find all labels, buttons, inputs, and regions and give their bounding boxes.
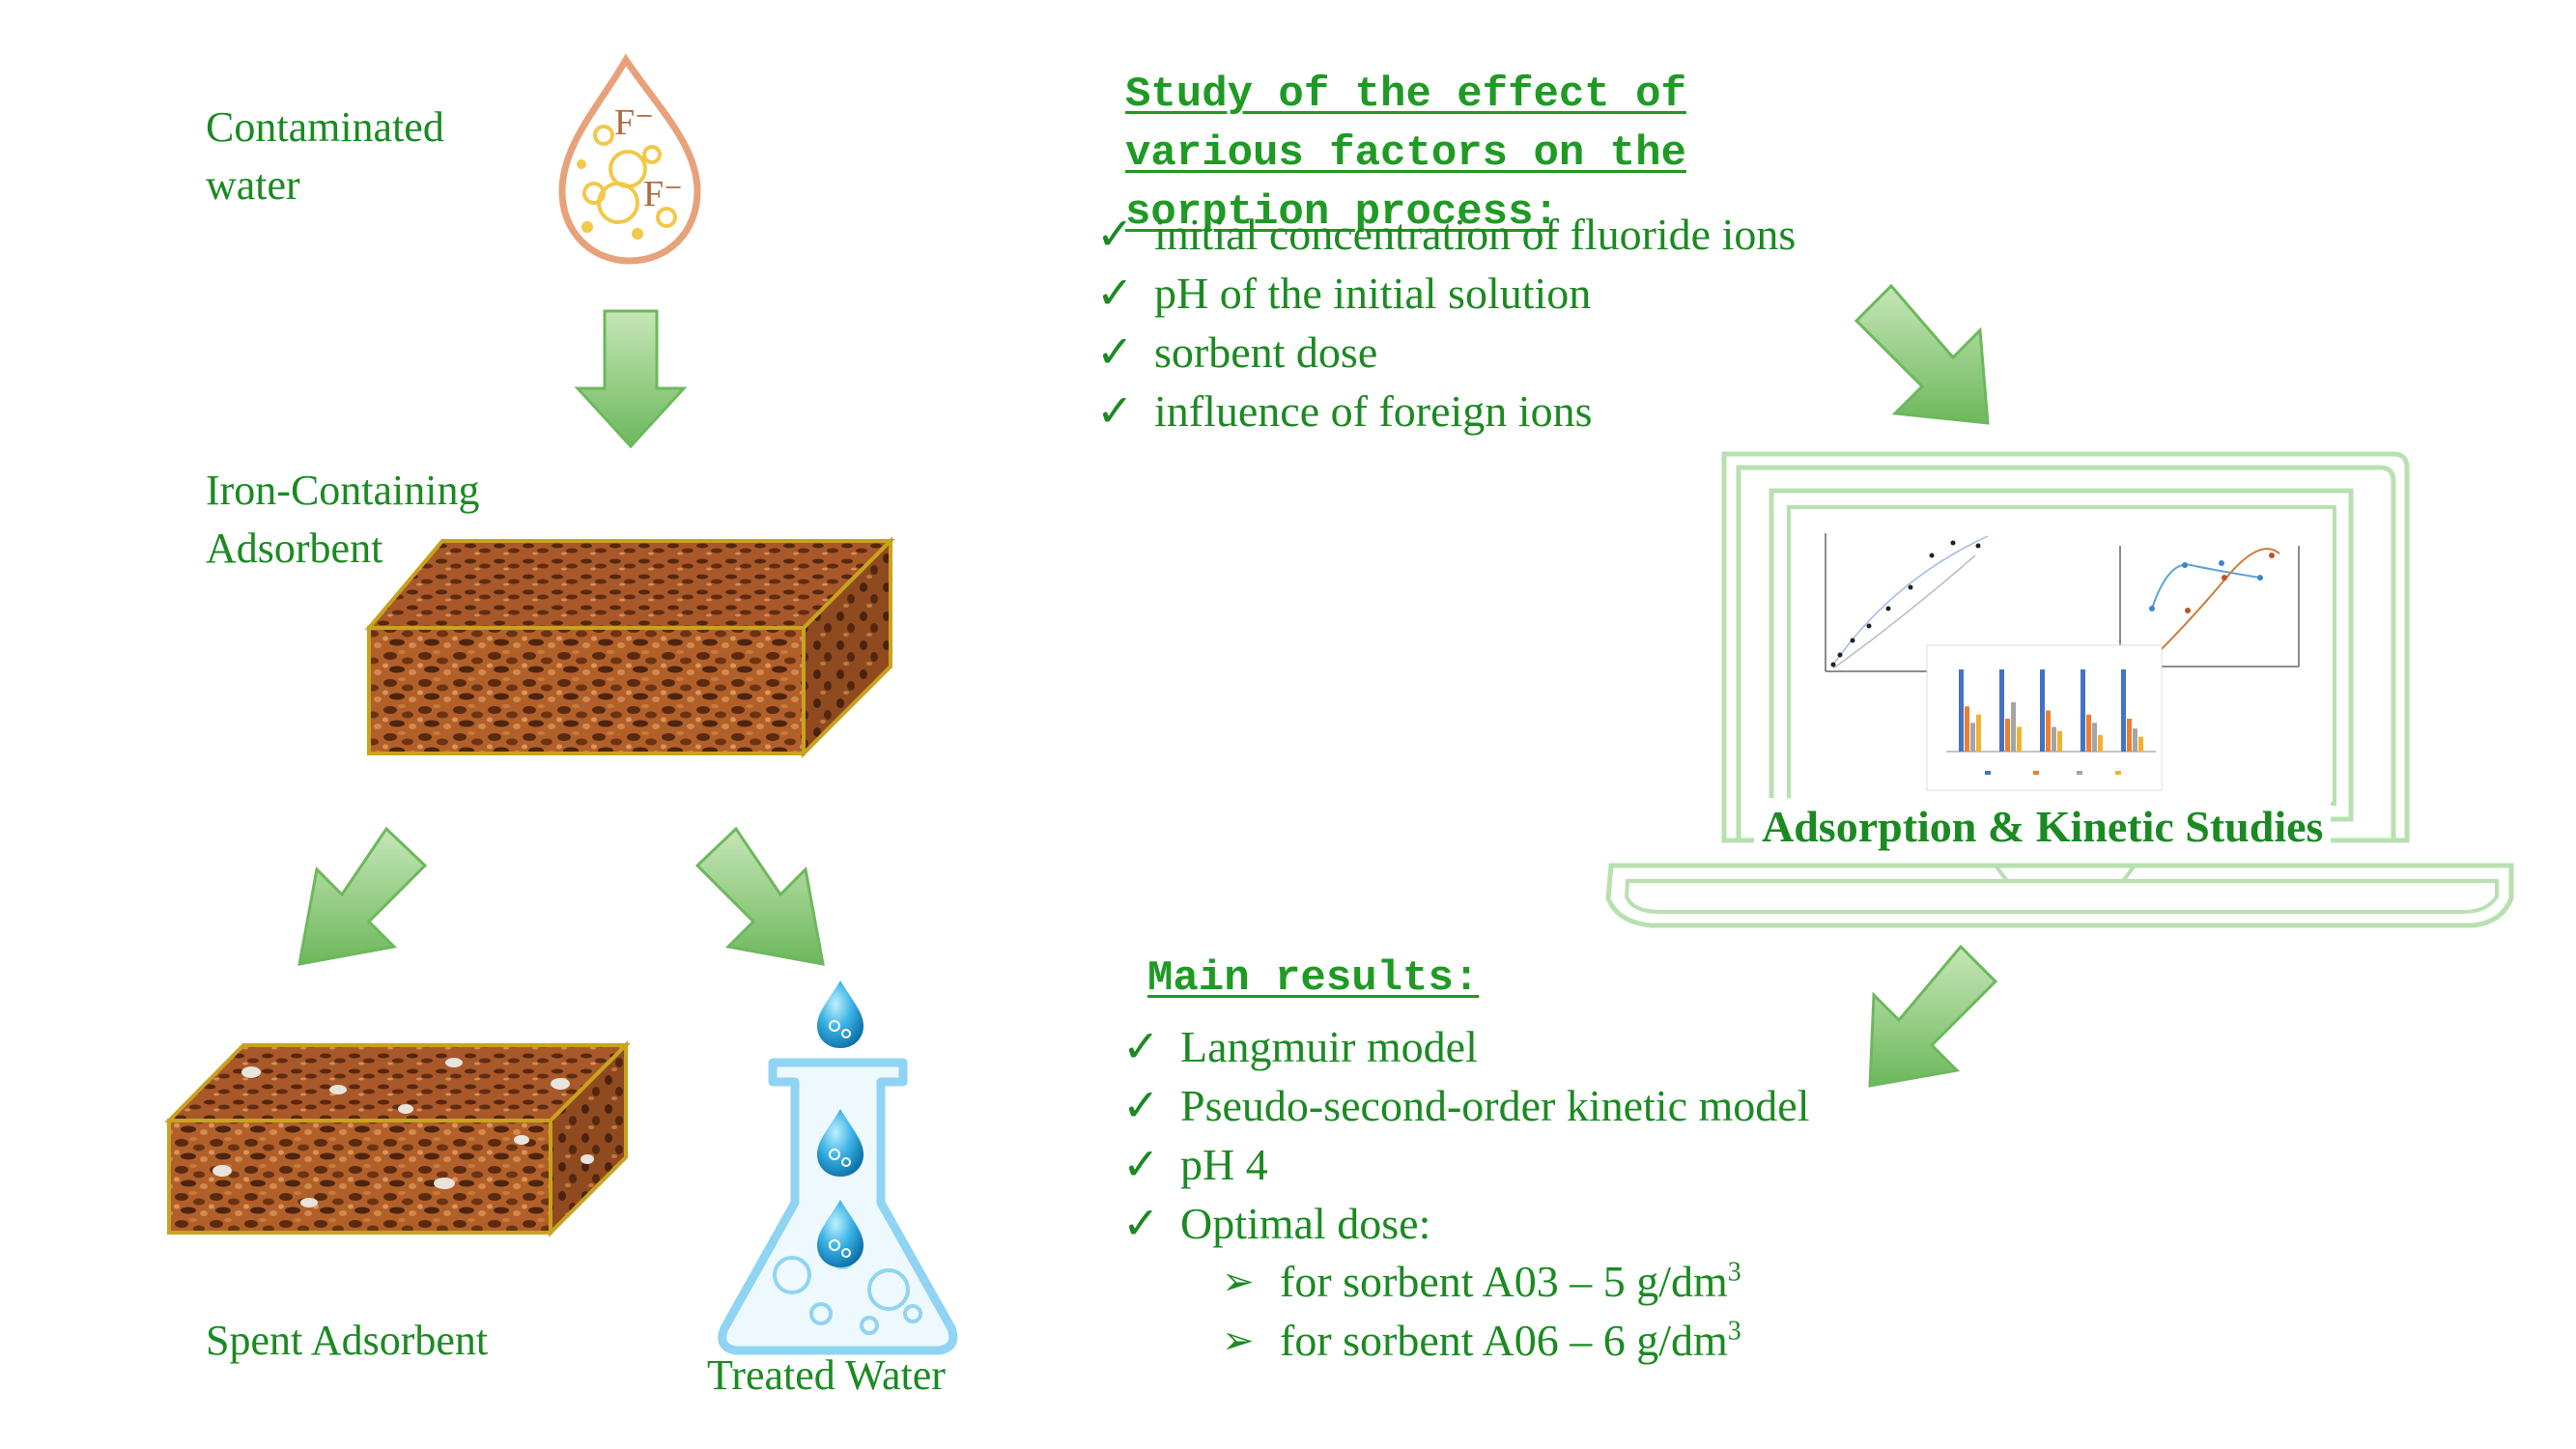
laptop-bar-chart <box>1926 644 2163 791</box>
laptop-title: Adsorption & Kinetic Studies <box>1754 798 2332 856</box>
study-heading-line1: Study of the effect of <box>1125 71 1686 119</box>
contaminated-water-drop-icon <box>558 53 701 265</box>
list-item: ✓initial concentration of fluoride ions <box>1096 205 1796 264</box>
fluoride-ion-label: F⁻ <box>643 174 684 214</box>
mini-bar <box>2098 735 2103 752</box>
mini-bar <box>2121 669 2126 752</box>
mini-bar <box>2017 726 2022 752</box>
check-icon: ✓ <box>1096 386 1134 436</box>
mini-bar <box>2005 719 2010 752</box>
mini-bar <box>1959 669 1964 752</box>
list-item: ✓Optimal dose: <box>1122 1194 1809 1253</box>
laptop-scatter-chart <box>1825 533 1995 672</box>
check-icon: ✓ <box>1122 1081 1160 1130</box>
arrowhead-bullet-icon: ➢ <box>1222 1260 1255 1303</box>
arrow-to-treated-water <box>694 826 825 966</box>
check-icon: ✓ <box>1122 1022 1160 1071</box>
check-icon: ✓ <box>1096 210 1134 259</box>
check-icon: ✓ <box>1096 269 1134 318</box>
mini-bar <box>2086 714 2091 752</box>
arrow-to-laptop <box>1854 283 1990 425</box>
mini-bar <box>2057 730 2062 752</box>
arrow-to-results <box>1868 944 1998 1088</box>
arrow-down-1 <box>574 309 688 449</box>
list-item: ➢for sorbent A03 – 5 g/dm3 <box>1222 1252 1741 1311</box>
mini-bar <box>2052 726 2056 752</box>
contaminated-water-label-line1: Contaminated <box>206 103 444 151</box>
mini-bar <box>2138 736 2143 752</box>
list-item: ✓influence of foreign ions <box>1096 382 1796 440</box>
study-heading-line3: sorption process: <box>1125 188 1559 237</box>
study-heading-line2: various factors on the <box>1125 129 1686 178</box>
contaminated-water-label-line2: water <box>206 161 300 209</box>
spent-adsorbent-block-image <box>164 1040 631 1237</box>
mini-bar <box>2081 669 2085 752</box>
mini-bar <box>2011 702 2016 752</box>
adsorbent-label-line1: Iron-Containing <box>206 467 480 514</box>
water-drop-icon <box>817 980 863 1267</box>
results-list: ✓Langmuir model ✓Pseudo-second-order kin… <box>1122 1017 1809 1253</box>
list-item: ✓Pseudo-second-order kinetic model <box>1122 1076 1809 1135</box>
arrow-to-spent-adsorbent <box>297 826 428 966</box>
mini-bar <box>1970 723 1975 752</box>
mini-bar <box>2127 719 2132 752</box>
arrowhead-bullet-icon: ➢ <box>1222 1319 1255 1362</box>
list-item: ➢for sorbent A06 – 6 g/dm3 <box>1222 1311 1741 1370</box>
treated-water-label: Treated Water <box>707 1351 946 1399</box>
mini-bar <box>2092 723 2097 752</box>
check-icon: ✓ <box>1122 1140 1160 1189</box>
list-item: ✓Langmuir model <box>1122 1017 1809 1076</box>
list-item: ✓pH of the initial solution <box>1096 264 1796 323</box>
study-factors-list: ✓initial concentration of fluoride ions … <box>1096 205 1796 440</box>
mini-bar <box>2133 728 2137 752</box>
fluoride-ion-label: F⁻ <box>614 102 655 143</box>
check-icon: ✓ <box>1096 327 1134 377</box>
mini-bar <box>1965 706 1969 752</box>
list-item: ✓sorbent dose <box>1096 323 1796 382</box>
optimal-dose-list: ➢for sorbent A03 – 5 g/dm3 ➢for sorbent … <box>1222 1252 1741 1370</box>
results-heading: Main results: <box>1147 954 1480 1003</box>
mini-bar <box>2040 669 2045 752</box>
mini-bar <box>1999 669 2004 752</box>
mini-bar <box>2046 710 2051 752</box>
adsorbent-label-line2: Adsorbent <box>206 525 383 572</box>
spent-adsorbent-label: Spent Adsorbent <box>206 1317 489 1364</box>
mini-bar <box>1976 714 1981 752</box>
iron-adsorbent-block-image <box>364 536 895 758</box>
check-icon: ✓ <box>1122 1199 1160 1248</box>
list-item: ✓pH 4 <box>1122 1135 1809 1194</box>
